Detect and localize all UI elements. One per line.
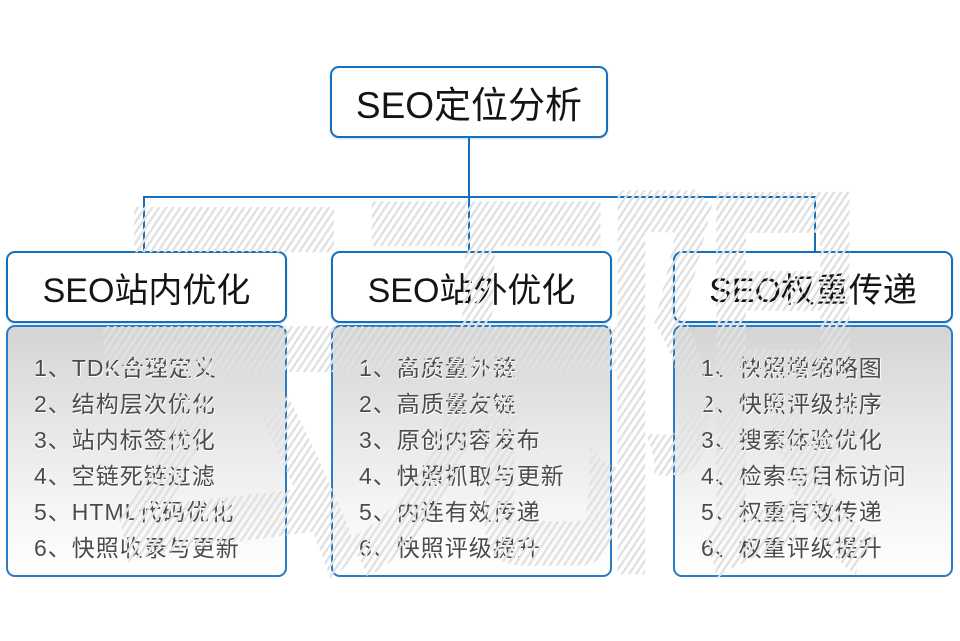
- connector-branch-bar: [143, 196, 816, 198]
- column-title: SEO站内优化: [42, 271, 251, 310]
- connector-drop-left: [143, 196, 145, 253]
- column-header-offsite: SEO站外优化: [331, 251, 612, 323]
- column-body-onsite: 1、TDK合理定义 2、结构层次优化 3、站内标签优化 4、空链死链过滤 5、H…: [6, 325, 287, 577]
- list-item: 2、快照评级排序: [701, 391, 883, 417]
- column-title: SEO站外优化: [367, 271, 576, 310]
- list-item: 4、检索与目标访问: [701, 463, 907, 489]
- column-weight-transfer: SEO权重传递 1、快照增缩略图 2、快照评级排序 3、搜索体验优化 4、检索与…: [673, 251, 953, 577]
- list-item: 3、搜索体验优化: [701, 427, 883, 453]
- list-item: 5、HTML代码优化: [34, 499, 235, 525]
- root-node-title: SEO定位分析: [355, 85, 583, 126]
- list-item: 1、快照增缩略图: [701, 355, 883, 381]
- connector-root-stem: [468, 138, 470, 198]
- list-item: 5、内连有效传递: [359, 499, 541, 525]
- list-item: 2、高质量友链: [359, 391, 517, 417]
- column-onsite-optimization: SEO站内优化 1、TDK合理定义 2、结构层次优化 3、站内标签优化 4、空链…: [6, 251, 287, 577]
- list-item: 1、TDK合理定义: [34, 355, 217, 381]
- root-node-seo-positioning-analysis: SEO定位分析: [330, 66, 608, 138]
- column-body-weight-transfer: 1、快照增缩略图 2、快照评级排序 3、搜索体验优化 4、检索与目标访问 5、权…: [673, 325, 953, 577]
- list-item: 5、权重有效传递: [701, 499, 883, 525]
- list-item: 4、快照抓取与更新: [359, 463, 565, 489]
- list-item: 3、原创内容发布: [359, 427, 541, 453]
- column-header-weight-transfer: SEO权重传递: [673, 251, 953, 323]
- column-offsite-optimization: SEO站外优化 1、高质量外链 2、高质量友链 3、原创内容发布 4、快照抓取与…: [331, 251, 612, 577]
- column-header-onsite: SEO站内优化: [6, 251, 287, 323]
- list-item: 6、权重评级提升: [701, 535, 883, 561]
- connector-drop-right: [814, 196, 816, 253]
- connector-drop-middle: [468, 196, 470, 253]
- list-item: 3、站内标签优化: [34, 427, 216, 453]
- column-body-offsite: 1、高质量外链 2、高质量友链 3、原创内容发布 4、快照抓取与更新 5、内连有…: [331, 325, 612, 577]
- column-title: SEO权重传递: [709, 271, 917, 310]
- list-item: 6、快照评级提升: [359, 535, 541, 561]
- list-item: 2、结构层次优化: [34, 391, 216, 417]
- list-item: 1、高质量外链: [359, 355, 517, 381]
- list-item: 4、空链死链过滤: [34, 463, 216, 489]
- list-item: 6、快照收录与更新: [34, 535, 240, 561]
